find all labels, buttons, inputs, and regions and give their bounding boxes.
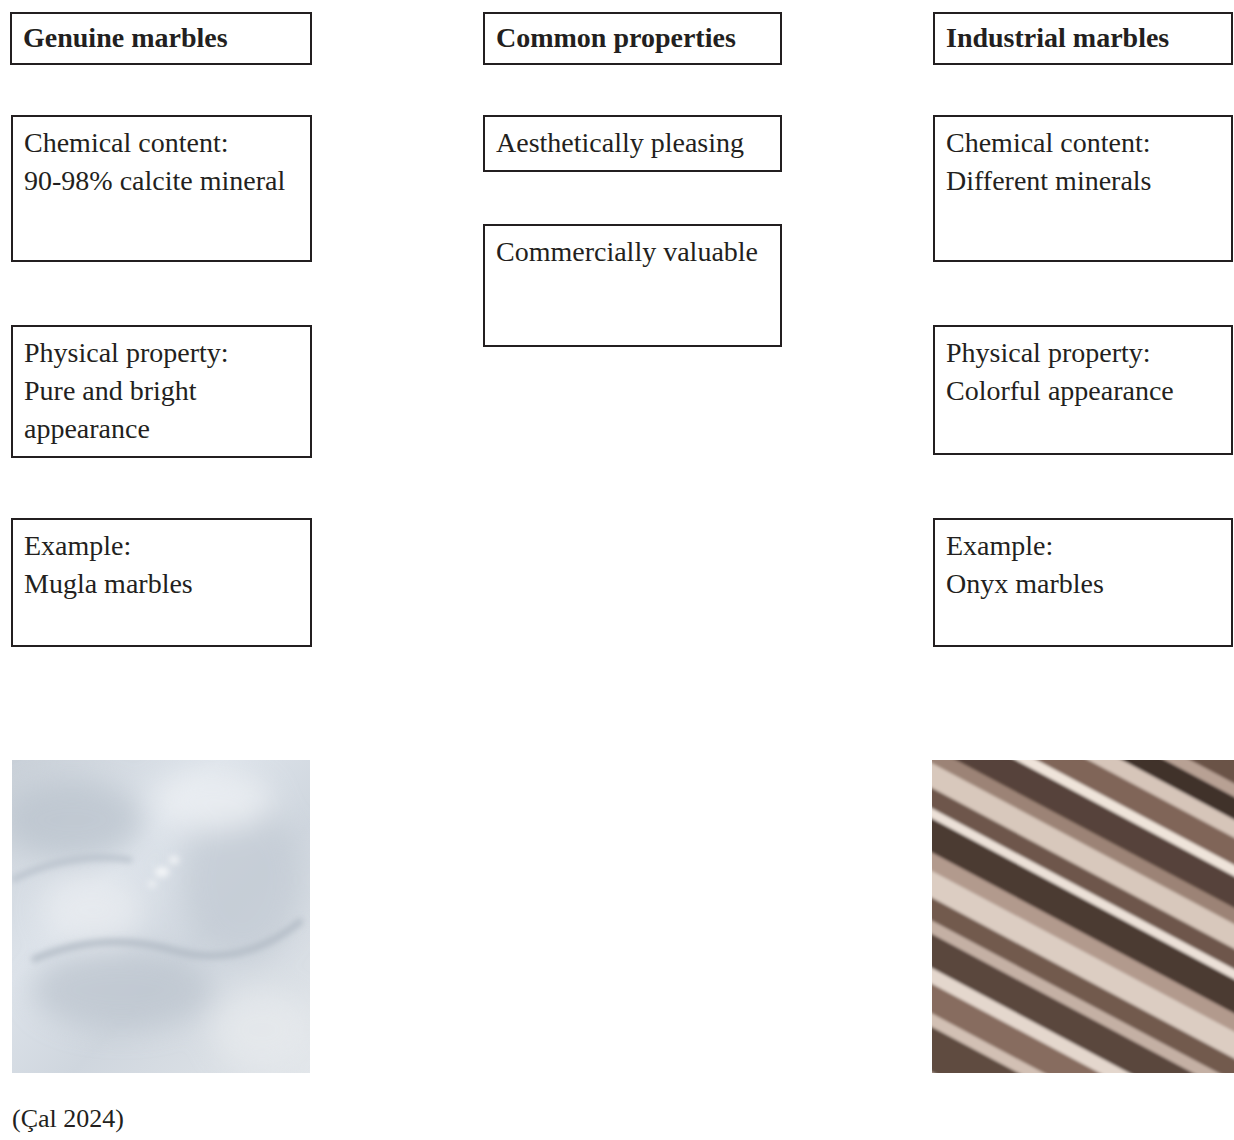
property-label: Chemical content: xyxy=(946,124,1221,162)
property-text: Aesthetically pleasing xyxy=(496,124,770,162)
property-box: Chemical content:Different minerals xyxy=(933,115,1233,262)
property-box: Physical property:Pure and bright appear… xyxy=(11,325,312,458)
property-text: Different minerals xyxy=(946,162,1221,200)
property-text: Onyx marbles xyxy=(946,565,1221,603)
property-label: Example: xyxy=(946,527,1221,565)
property-text: Mugla marbles xyxy=(24,565,300,603)
column-header-box: Common properties xyxy=(483,12,782,65)
property-box: Example:Onyx marbles xyxy=(933,518,1233,647)
column-header: Genuine marbles xyxy=(23,21,300,55)
source-caption: (Çal 2024) xyxy=(12,1104,124,1134)
column-header: Common properties xyxy=(496,21,770,55)
property-label: Example: xyxy=(24,527,300,565)
onyx-photo xyxy=(932,760,1234,1073)
property-box: Chemical content:90-98% calcite mineral xyxy=(11,115,312,262)
property-label: Physical property: xyxy=(24,334,300,372)
property-label: Chemical content: xyxy=(24,124,300,162)
property-text: 90-98% calcite mineral xyxy=(24,162,300,200)
property-box: Example:Mugla marbles xyxy=(11,518,312,647)
property-text: Commercially valuable xyxy=(496,233,770,271)
column-header-box: Genuine marbles xyxy=(10,12,312,65)
column-header-box: Industrial marbles xyxy=(933,12,1233,65)
column-header: Industrial marbles xyxy=(946,21,1221,55)
property-text: Colorful appearance xyxy=(946,372,1221,410)
property-box: Commercially valuable xyxy=(483,224,782,347)
property-text: Pure and bright appearance xyxy=(24,372,300,448)
property-label: Physical property: xyxy=(946,334,1221,372)
property-box: Aesthetically pleasing xyxy=(483,115,782,172)
property-box: Physical property:Colorful appearance xyxy=(933,325,1233,455)
marble-photo xyxy=(12,760,310,1073)
